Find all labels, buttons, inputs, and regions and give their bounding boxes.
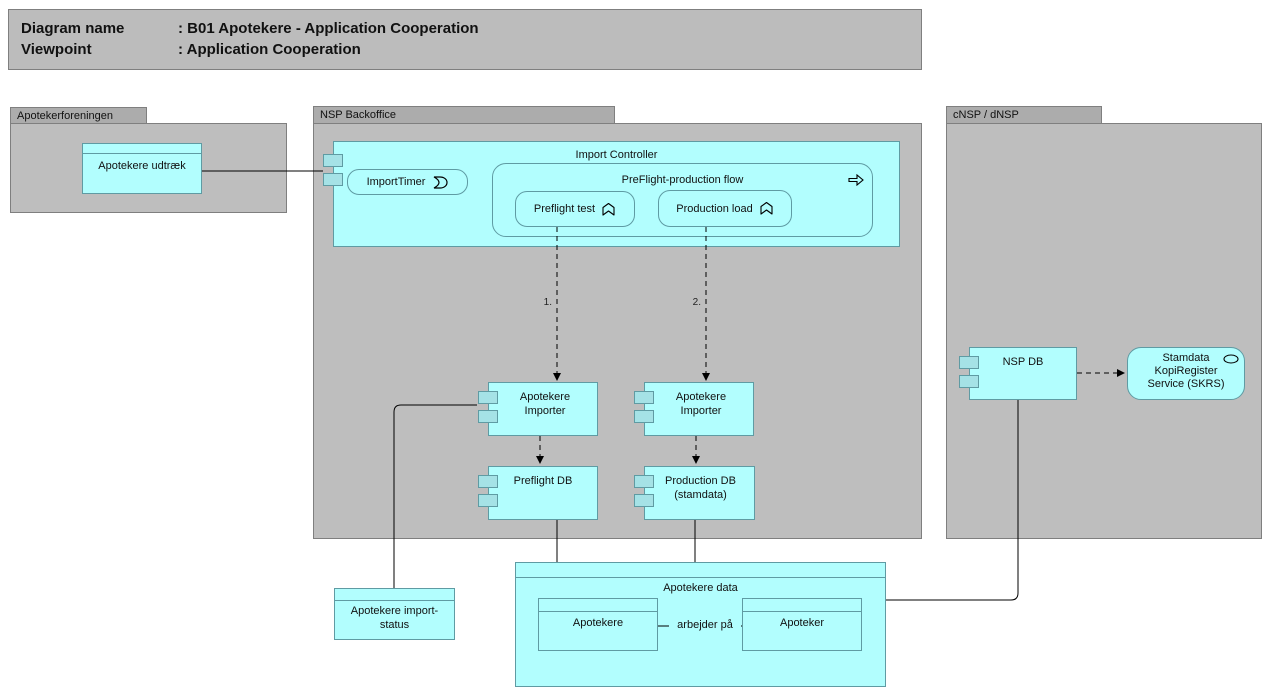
service-ellipse-icon — [1223, 354, 1239, 364]
component-port — [634, 410, 654, 423]
element-apotekere-udtraek[interactable]: Apotekere udtræk — [82, 143, 202, 194]
element-label: Apotekere Importer — [519, 391, 571, 417]
component-port — [478, 391, 498, 404]
element-label: NSP DB — [1002, 356, 1044, 368]
diagram-name-label: Diagram name — [21, 20, 125, 37]
element-label: Preflight test — [533, 203, 596, 215]
element-label: ImportTimer — [366, 176, 426, 188]
element-skrs[interactable]: Stamdata KopiRegister Service (SKRS) — [1127, 347, 1245, 400]
element-production-db[interactable]: Production DB (stamdata) — [634, 466, 755, 520]
element-label: Import Controller — [575, 149, 658, 161]
element-apotekere-importer-1[interactable]: Apotekere Importer — [478, 382, 598, 436]
element-label: Stamdata KopiRegister Service (SKRS) — [1147, 352, 1225, 390]
element-label: Apotekere Importer — [675, 391, 727, 417]
flow-step-2-label: 2. — [692, 297, 701, 308]
data-object-strip — [83, 144, 201, 154]
component-port — [634, 494, 654, 507]
diagram-title-block: Diagram name : B01 Apotekere - Applicati… — [8, 9, 922, 70]
diagram-name-value: : B01 Apotekere - Application Cooperatio… — [178, 20, 479, 37]
element-label: PreFlight-production flow — [621, 174, 744, 186]
component-port — [478, 410, 498, 423]
element-label: Preflight DB — [513, 475, 573, 487]
element-nsp-db[interactable]: NSP DB — [959, 347, 1077, 400]
group-tab-apotekerforeningen[interactable]: Apotekerforeningen — [10, 107, 147, 124]
function-icon — [601, 202, 616, 217]
element-label: Production load — [676, 202, 753, 215]
group-body-cnsp-dnsp[interactable] — [946, 123, 1262, 539]
viewpoint-label: Viewpoint — [21, 41, 92, 58]
data-object-strip — [335, 589, 454, 601]
component-port — [959, 356, 979, 369]
arbejder-pa-label: arbejder på — [669, 618, 741, 633]
component-port — [478, 475, 498, 488]
component-port — [959, 375, 979, 388]
function-icon — [759, 201, 774, 216]
element-label: Apotekere udtræk — [98, 160, 186, 172]
element-label: Apotekere data — [663, 582, 738, 594]
viewpoint-value: : Application Cooperation — [178, 41, 361, 58]
component-port — [634, 391, 654, 404]
element-apotekere-import-status[interactable]: Apotekere import-status — [334, 588, 455, 640]
group-tab-nsp-backoffice[interactable]: NSP Backoffice — [313, 106, 615, 124]
component-port — [323, 154, 343, 167]
element-label: Apotekere import-status — [350, 605, 439, 631]
element-preflight-test[interactable]: Preflight test — [515, 191, 635, 227]
data-object-strip — [516, 563, 885, 578]
element-label: Production DB (stamdata) — [665, 475, 736, 501]
element-label: Apotekere — [572, 617, 624, 629]
element-apoteker[interactable]: Apoteker — [742, 598, 862, 651]
element-label: Apoteker — [779, 617, 825, 629]
element-apotekere-importer-2[interactable]: Apotekere Importer — [634, 382, 754, 436]
flow-step-1-label: 1. — [543, 297, 552, 308]
data-object-strip — [539, 599, 657, 612]
component-port — [323, 173, 343, 186]
component-port — [634, 475, 654, 488]
data-object-strip — [743, 599, 861, 612]
component-port — [478, 494, 498, 507]
process-arrow-icon — [848, 173, 864, 187]
element-apotekere[interactable]: Apotekere — [538, 598, 658, 651]
group-tab-cnsp-dnsp[interactable]: cNSP / dNSP — [946, 106, 1102, 124]
element-import-timer[interactable]: ImportTimer — [347, 169, 468, 195]
element-production-load[interactable]: Production load — [658, 190, 792, 227]
event-icon — [431, 175, 449, 189]
element-preflight-db[interactable]: Preflight DB — [478, 466, 598, 520]
